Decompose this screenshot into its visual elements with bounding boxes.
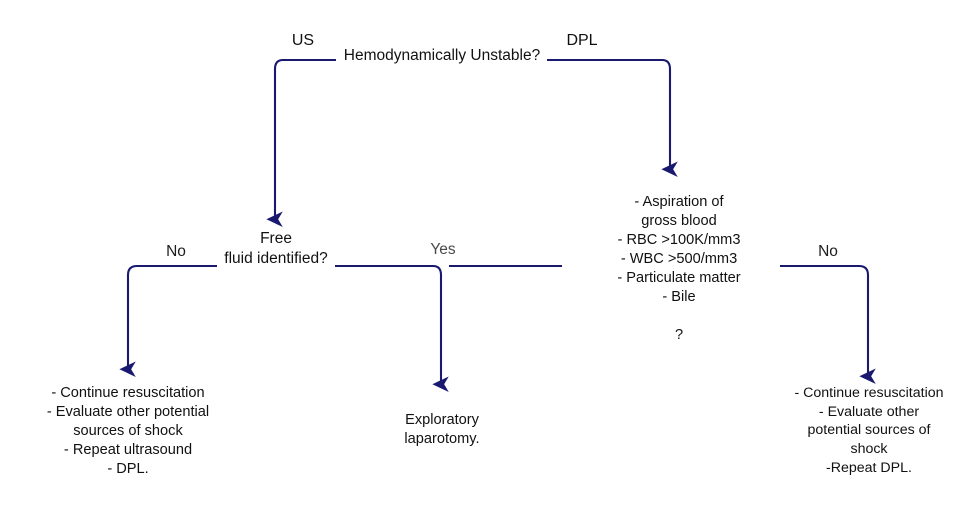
edge-us-yes-drop xyxy=(335,264,449,392)
edge-us-no xyxy=(119,264,217,377)
branch-label-us-no: No xyxy=(166,243,186,260)
edge-dpl-no xyxy=(780,264,876,384)
us-decision-node: Free fluid identified? xyxy=(224,230,328,268)
modality-label-us: US xyxy=(291,32,315,49)
outcome-dpl-negative: - Continue resuscitation - Evaluate othe… xyxy=(794,385,944,476)
dpl-criteria-node: - Aspiration of gross blood - RBC >100K/… xyxy=(617,194,741,343)
root-question: Hemodynamically Unstable? xyxy=(343,47,541,64)
branch-label-dpl-no: No xyxy=(818,243,838,260)
modality-label-dpl: DPL xyxy=(566,32,598,49)
outcome-us-negative: - Continue resuscitation - Evaluate othe… xyxy=(46,385,210,477)
edge-root-to-dpl xyxy=(547,58,678,177)
outcome-us-positive: Exploratory laparotomy. xyxy=(404,412,480,447)
branch-label-us-yes: Yes xyxy=(430,241,456,258)
edge-root-to-us xyxy=(266,58,336,227)
